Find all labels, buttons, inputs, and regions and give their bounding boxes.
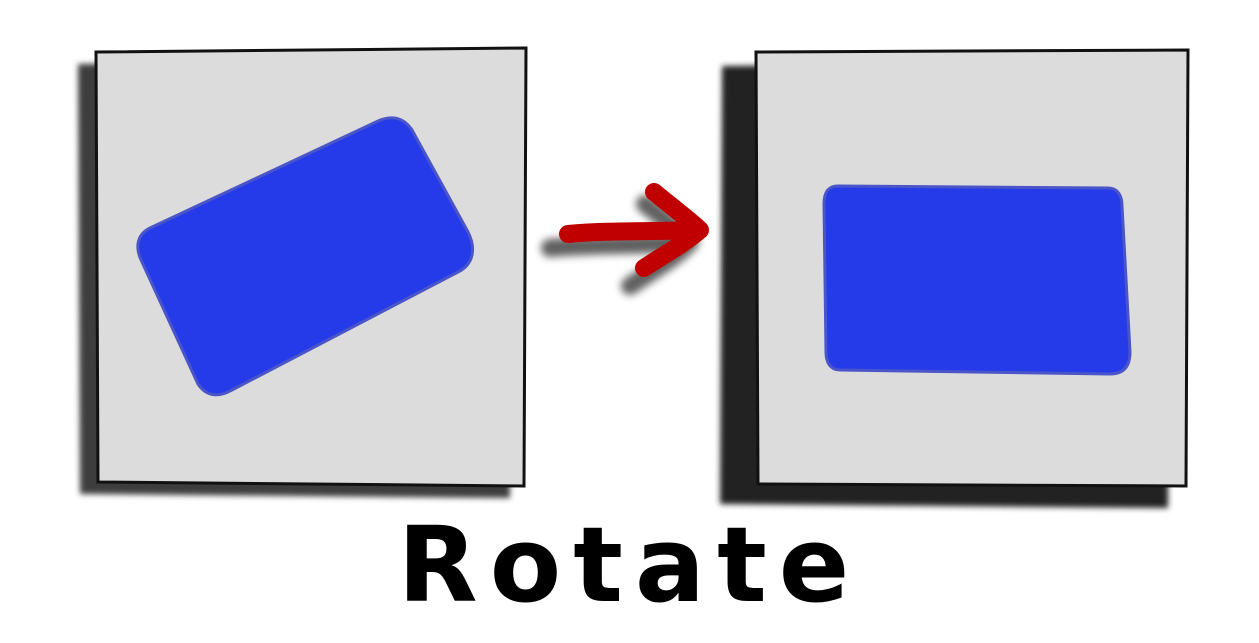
before-panel <box>78 46 528 498</box>
after-panel <box>720 48 1190 508</box>
caption-title: Rotate <box>397 504 862 626</box>
before-blue-rectangle <box>136 116 475 397</box>
rotate-arrow <box>541 183 709 295</box>
rotate-arrow-body <box>559 183 709 277</box>
after-blue-rectangle <box>822 184 1132 376</box>
